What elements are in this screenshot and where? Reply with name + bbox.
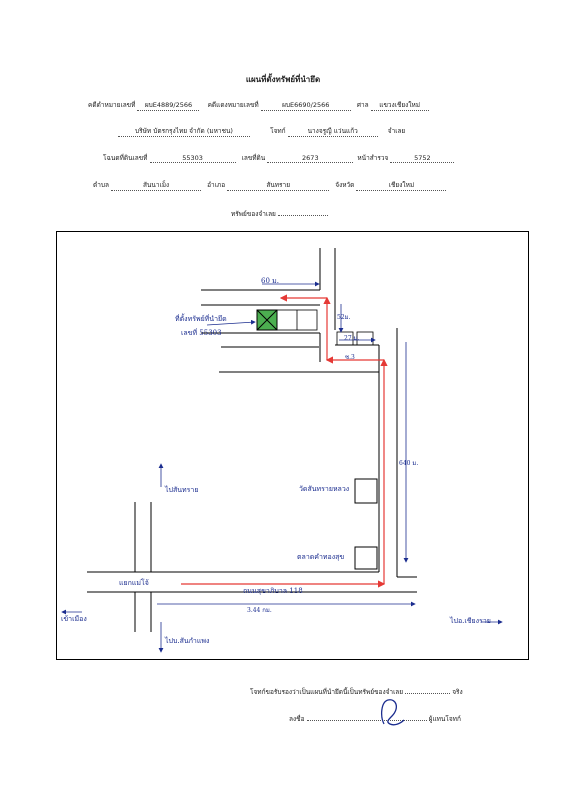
dist-640-label: 640 ม. (399, 460, 419, 467)
target-land (256, 309, 278, 331)
dist-344-label: 3.44 กม. (247, 607, 272, 614)
owner-row: ทรัพย์ของจำเลย (231, 207, 328, 219)
certify-fill (405, 685, 451, 694)
true-text: จริง (452, 688, 463, 696)
red-case-label: คดีแดงหมายเลขที่ (207, 101, 259, 109)
dist-top-label: 60 ม. (261, 277, 279, 285)
dist-27-label: 27 ม. (344, 335, 360, 342)
defendant-value: นางจรูญี แว่นแก้ว (287, 126, 378, 137)
land-no-label: เลขที่ดิน (241, 154, 266, 162)
plaintiff-value: บริษัท บัตรกรุงไทย จำกัด (มหาชน) (118, 126, 250, 137)
parties-row: บริษัท บัตรกรุงไทย จำกัด (มหาชน) โจทก์ น… (118, 126, 405, 137)
land-label-1: ที่ตั้งทรัพย์ที่นำยึด (175, 315, 227, 323)
court-label: ศาล (356, 101, 369, 109)
map-drawing (61, 248, 503, 653)
black-case-label: คดีดำหมายเลขที่ (88, 101, 136, 109)
property-owner-label: ทรัพย์ของจำเลย (231, 210, 276, 218)
land-no-value: 2673 (267, 154, 354, 163)
district-value: สันทราย (227, 180, 330, 191)
case-row: คดีดำหมายเลขที่ ผบE4889/2566 คดีแดงหมายเ… (88, 100, 429, 111)
location-row: ตำบล สันนาเม็ง อำเภอ สันทราย จังหวัด เชี… (93, 180, 447, 191)
property-owner-fill (277, 207, 328, 216)
lot-small-a (336, 331, 354, 346)
page-title: แผนที่ตั้งทรัพย์ที่นำยึด (245, 75, 321, 84)
certify-row: โจทก์ขอรับรองว่าเป็นแผนที่นำยึดนี้เป็นทร… (250, 685, 463, 697)
district-label: อำเภอ (207, 181, 226, 189)
to-right-label: ไปอ.เชียงราย (450, 617, 491, 625)
temple-building (354, 478, 378, 504)
land-label-2: เลขที่ 55303 (181, 329, 222, 337)
province-label: จังหวัด (335, 181, 355, 189)
deed-value: 55303 (149, 154, 236, 163)
defendant-label: จำเลย (387, 127, 406, 135)
black-case-value: ผบE4889/2566 (137, 100, 200, 111)
sign-row: ลงชื่อ ผู้แทนโจทก์ (289, 712, 461, 724)
route-path (181, 294, 388, 588)
sign-role: ผู้แทนโจทก์ (428, 715, 461, 723)
road-name-label: ถนนสุขาภิบาล 118 (243, 587, 303, 595)
dist-soi3-label: ซ.3 (345, 354, 355, 361)
dimension-lines (61, 281, 503, 653)
to-north-label: ไปสันทราย (165, 486, 199, 494)
province-value: เชียงใหม่ (356, 180, 447, 191)
location-map: 60 ม. 52ม. 27 ม. ซ.3 640 ม. 3.44 กม. ที่… (56, 231, 529, 660)
market-label: ตลาดคำทองสุข (297, 553, 345, 561)
intersection-label: แยกแม่โจ้ (119, 579, 149, 587)
dist-52-label: 52ม. (337, 314, 351, 321)
red-case-value: ผบE6690/2566 (260, 100, 351, 111)
subdistrict-label: ตำบล (93, 181, 109, 189)
deed-row: โฉนดที่ดินเลขที่ 55303 เลขที่ดิน 2673 หน… (103, 153, 455, 163)
signature-mark (381, 699, 405, 726)
to-south-label: ไปบ.สันกำแพง (165, 637, 210, 645)
market-building (354, 546, 378, 570)
to-left-label: เข้าเมือง (61, 615, 87, 623)
sign-label: ลงชื่อ (289, 715, 305, 723)
road-lines (87, 248, 417, 632)
certify-text: โจทก์ขอรับรองว่าเป็นแผนที่นำยึดนี้เป็นทร… (250, 688, 404, 696)
temple-label: วัดสันทรายหลวง (299, 485, 350, 493)
subdistrict-value: สันนาเม็ง (111, 180, 202, 191)
survey-value: 5752 (390, 154, 455, 163)
survey-label: หน้าสำรวจ (357, 154, 389, 162)
deed-label: โฉนดที่ดินเลขที่ (103, 154, 148, 162)
plaintiff-label: โจทก์ (270, 127, 286, 135)
sign-line (306, 712, 427, 721)
court-value: แขวงเชียงใหม่ (370, 100, 429, 111)
